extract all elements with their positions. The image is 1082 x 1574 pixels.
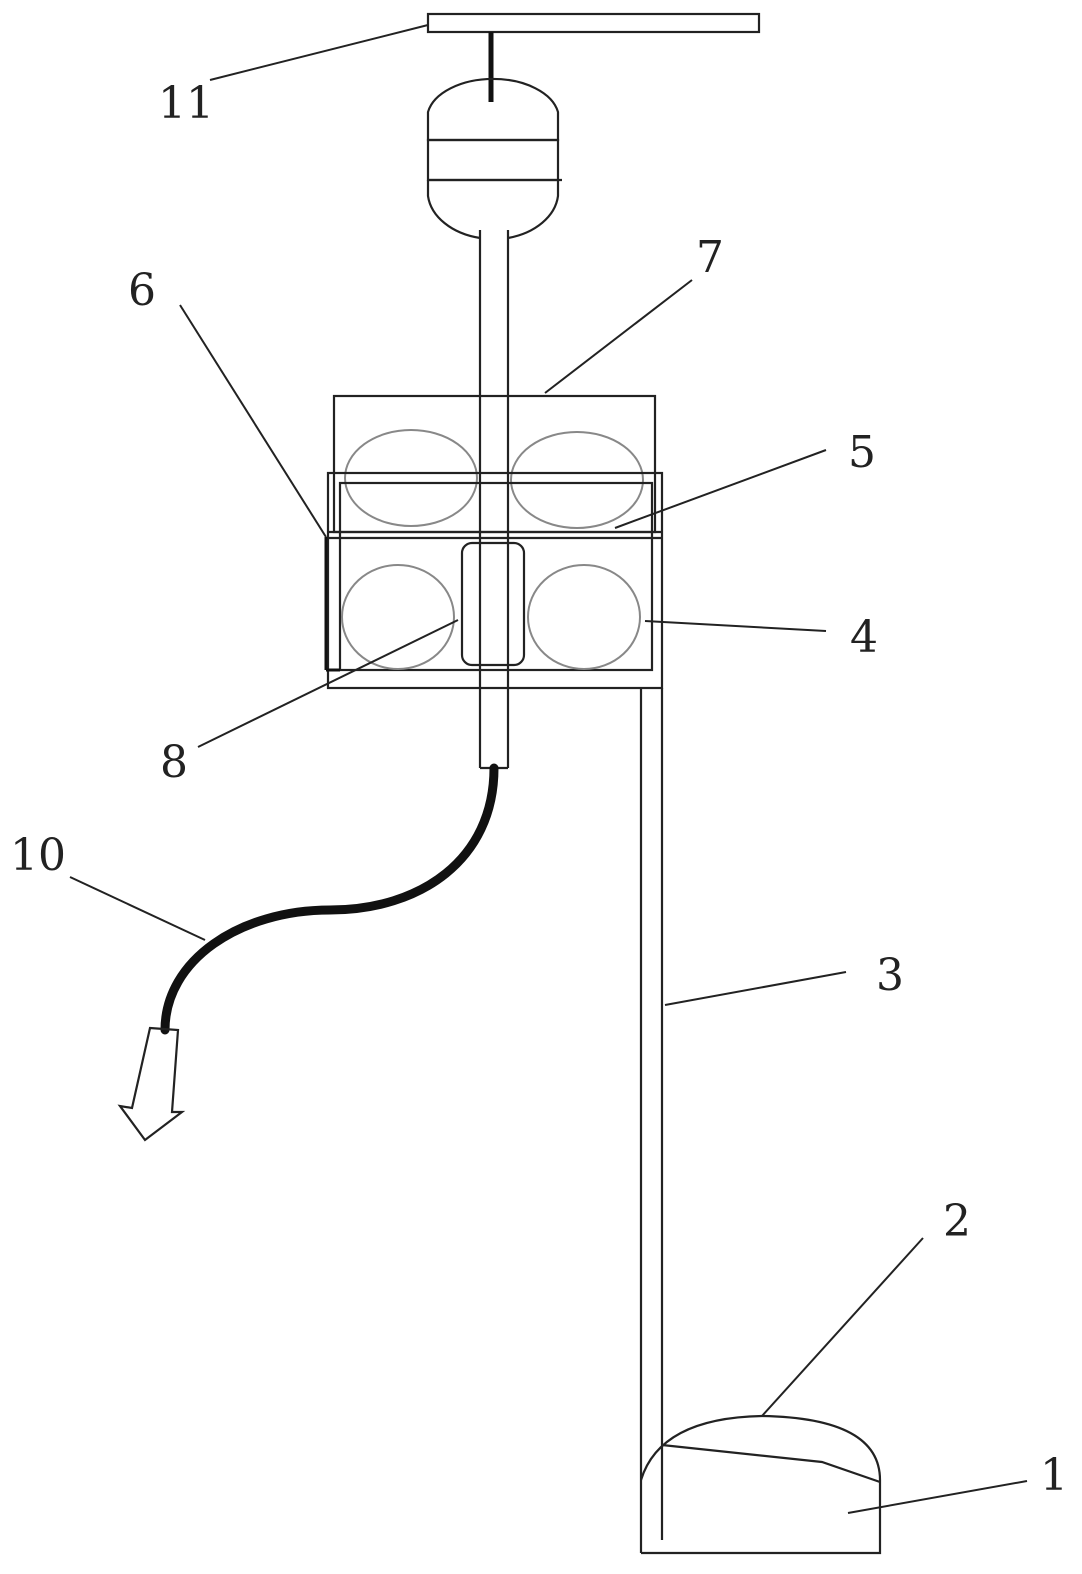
leader-lines [69,24,1028,1514]
label-10: 10 [10,830,66,881]
label-1: 1 [1040,1450,1068,1501]
base [639,1414,882,1555]
upper-box [332,394,657,534]
lower-frame [324,471,664,690]
label-6: 6 [128,265,156,316]
label-8: 8 [160,737,188,788]
hose [117,763,499,1142]
drip-bottle [426,77,562,240]
label-4: 4 [850,612,878,663]
label-2: 2 [943,1196,971,1247]
hanging-bar [426,12,761,102]
reference-numerals: 11 7 6 5 4 8 10 3 2 1 [10,78,1068,1501]
label-3: 3 [876,950,904,1001]
label-5: 5 [848,427,876,478]
label-11: 11 [158,78,214,129]
support-rod [639,688,664,1553]
label-7: 7 [696,232,724,283]
